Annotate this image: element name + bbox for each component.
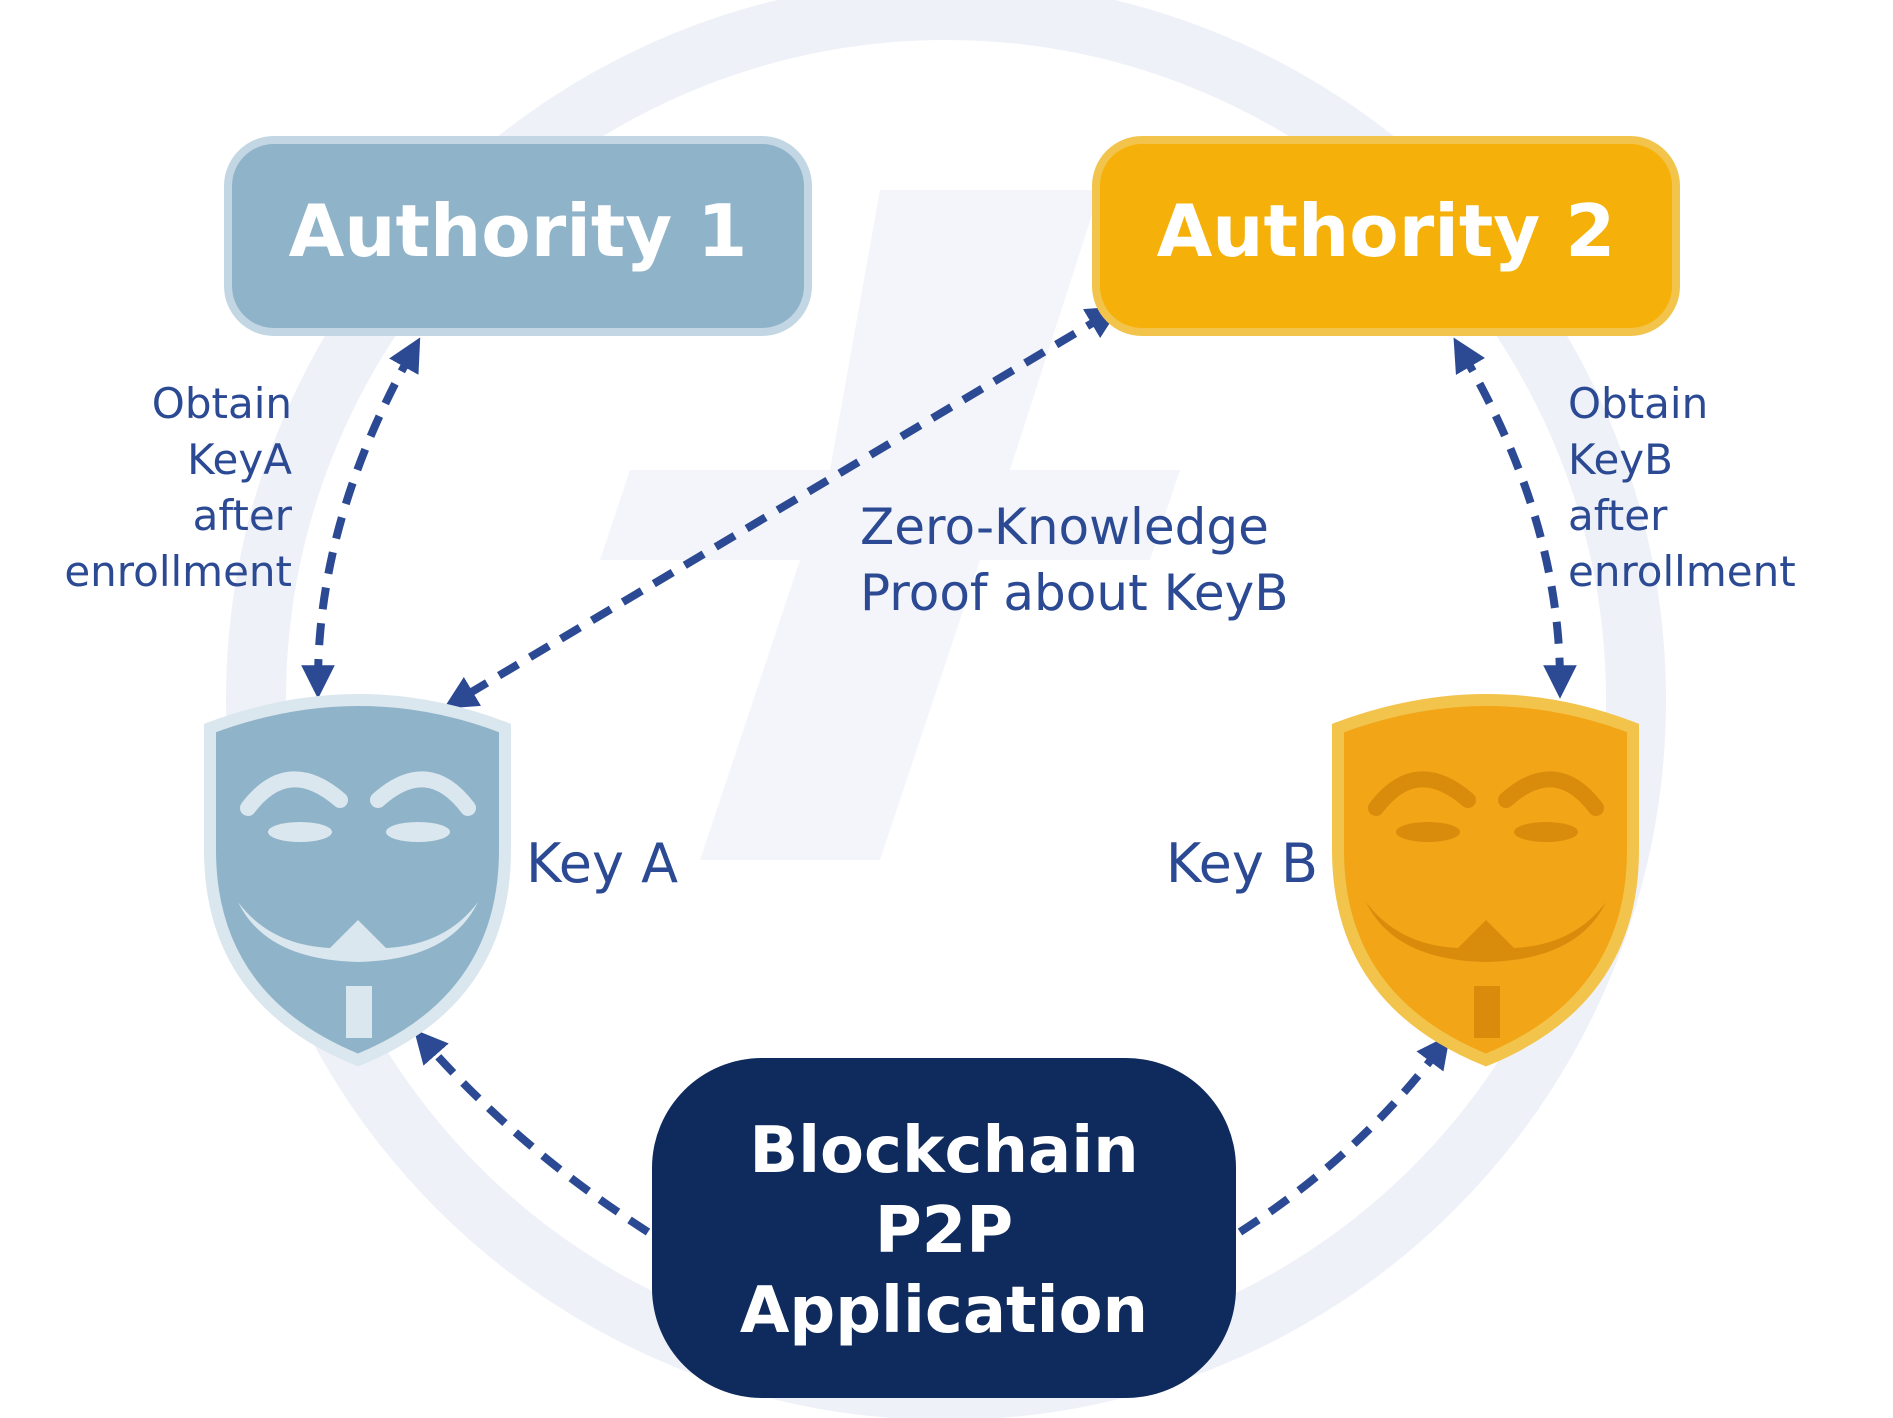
mask-a-goatee <box>346 986 372 1038</box>
obtain-key-b-label: Obtain KeyB after enrollment <box>1568 379 1796 596</box>
authority-1-box <box>224 136 812 336</box>
mask-b-shield <box>1332 694 1639 1067</box>
zero-knowledge-line-2: Proof about KeyB <box>860 564 1289 622</box>
mask-b-icon <box>1332 694 1639 1067</box>
mask-a-left-eye <box>268 822 332 842</box>
authority-2-node: Authority 2 <box>1092 136 1680 336</box>
mask-b-mustache <box>1366 902 1606 962</box>
obtain-key-a-line-1: Obtain <box>152 379 292 428</box>
mask-b-right-brow <box>1498 771 1604 816</box>
authority-1-label: Authority 1 <box>289 189 748 273</box>
authority-1-node: Authority 1 <box>224 136 812 336</box>
mask-a-right-eye <box>386 822 450 842</box>
arrow-authority2-keyA <box>443 306 1121 709</box>
zero-knowledge-line-1: Zero-Knowledge <box>860 498 1269 556</box>
blockchain-node: Blockchain P2P Application <box>652 1058 1236 1398</box>
mask-a-right-brow <box>370 771 476 816</box>
key-b-label: Key B <box>1166 832 1318 895</box>
mask-a-left-brow <box>240 771 348 816</box>
obtain-key-b-line-1: Obtain <box>1568 379 1708 428</box>
connectors <box>301 306 1577 1236</box>
obtain-key-a-line-4: enrollment <box>64 547 292 596</box>
mask-b-left-eye <box>1396 822 1460 842</box>
mask-b-right-eye <box>1514 822 1578 842</box>
obtain-key-b-line-4: enrollment <box>1568 547 1796 596</box>
key-a-label: Key A <box>526 832 678 895</box>
mask-a-shield <box>204 694 511 1067</box>
zero-knowledge-label: Zero-Knowledge Proof about KeyB <box>860 498 1289 622</box>
obtain-key-a-line-2: KeyA <box>187 435 292 484</box>
mask-b-goatee <box>1474 986 1500 1038</box>
arrow-blockchain-keyB <box>1237 1034 1451 1236</box>
obtain-key-b-line-2: KeyB <box>1568 435 1673 484</box>
blockchain-box <box>652 1058 1236 1398</box>
arrow-authority2-keyB <box>1453 337 1577 699</box>
authority-2-box <box>1092 136 1680 336</box>
mask-a-icon <box>204 694 511 1067</box>
blockchain-line-1: Blockchain <box>749 1114 1138 1188</box>
obtain-key-a-line-3: after <box>193 491 293 540</box>
authority-2-label: Authority 2 <box>1157 189 1616 273</box>
blockchain-line-3: Application <box>740 1274 1148 1348</box>
arrow-authority1-keyA <box>301 337 421 699</box>
mask-b-left-brow <box>1368 771 1476 816</box>
blockchain-line-2: P2P <box>875 1194 1013 1268</box>
arrow-blockchain-keyA <box>413 1029 651 1236</box>
mask-a-mustache <box>238 902 478 962</box>
obtain-key-b-line-3: after <box>1568 491 1668 540</box>
obtain-key-a-label: Obtain KeyA after enrollment <box>64 379 292 596</box>
